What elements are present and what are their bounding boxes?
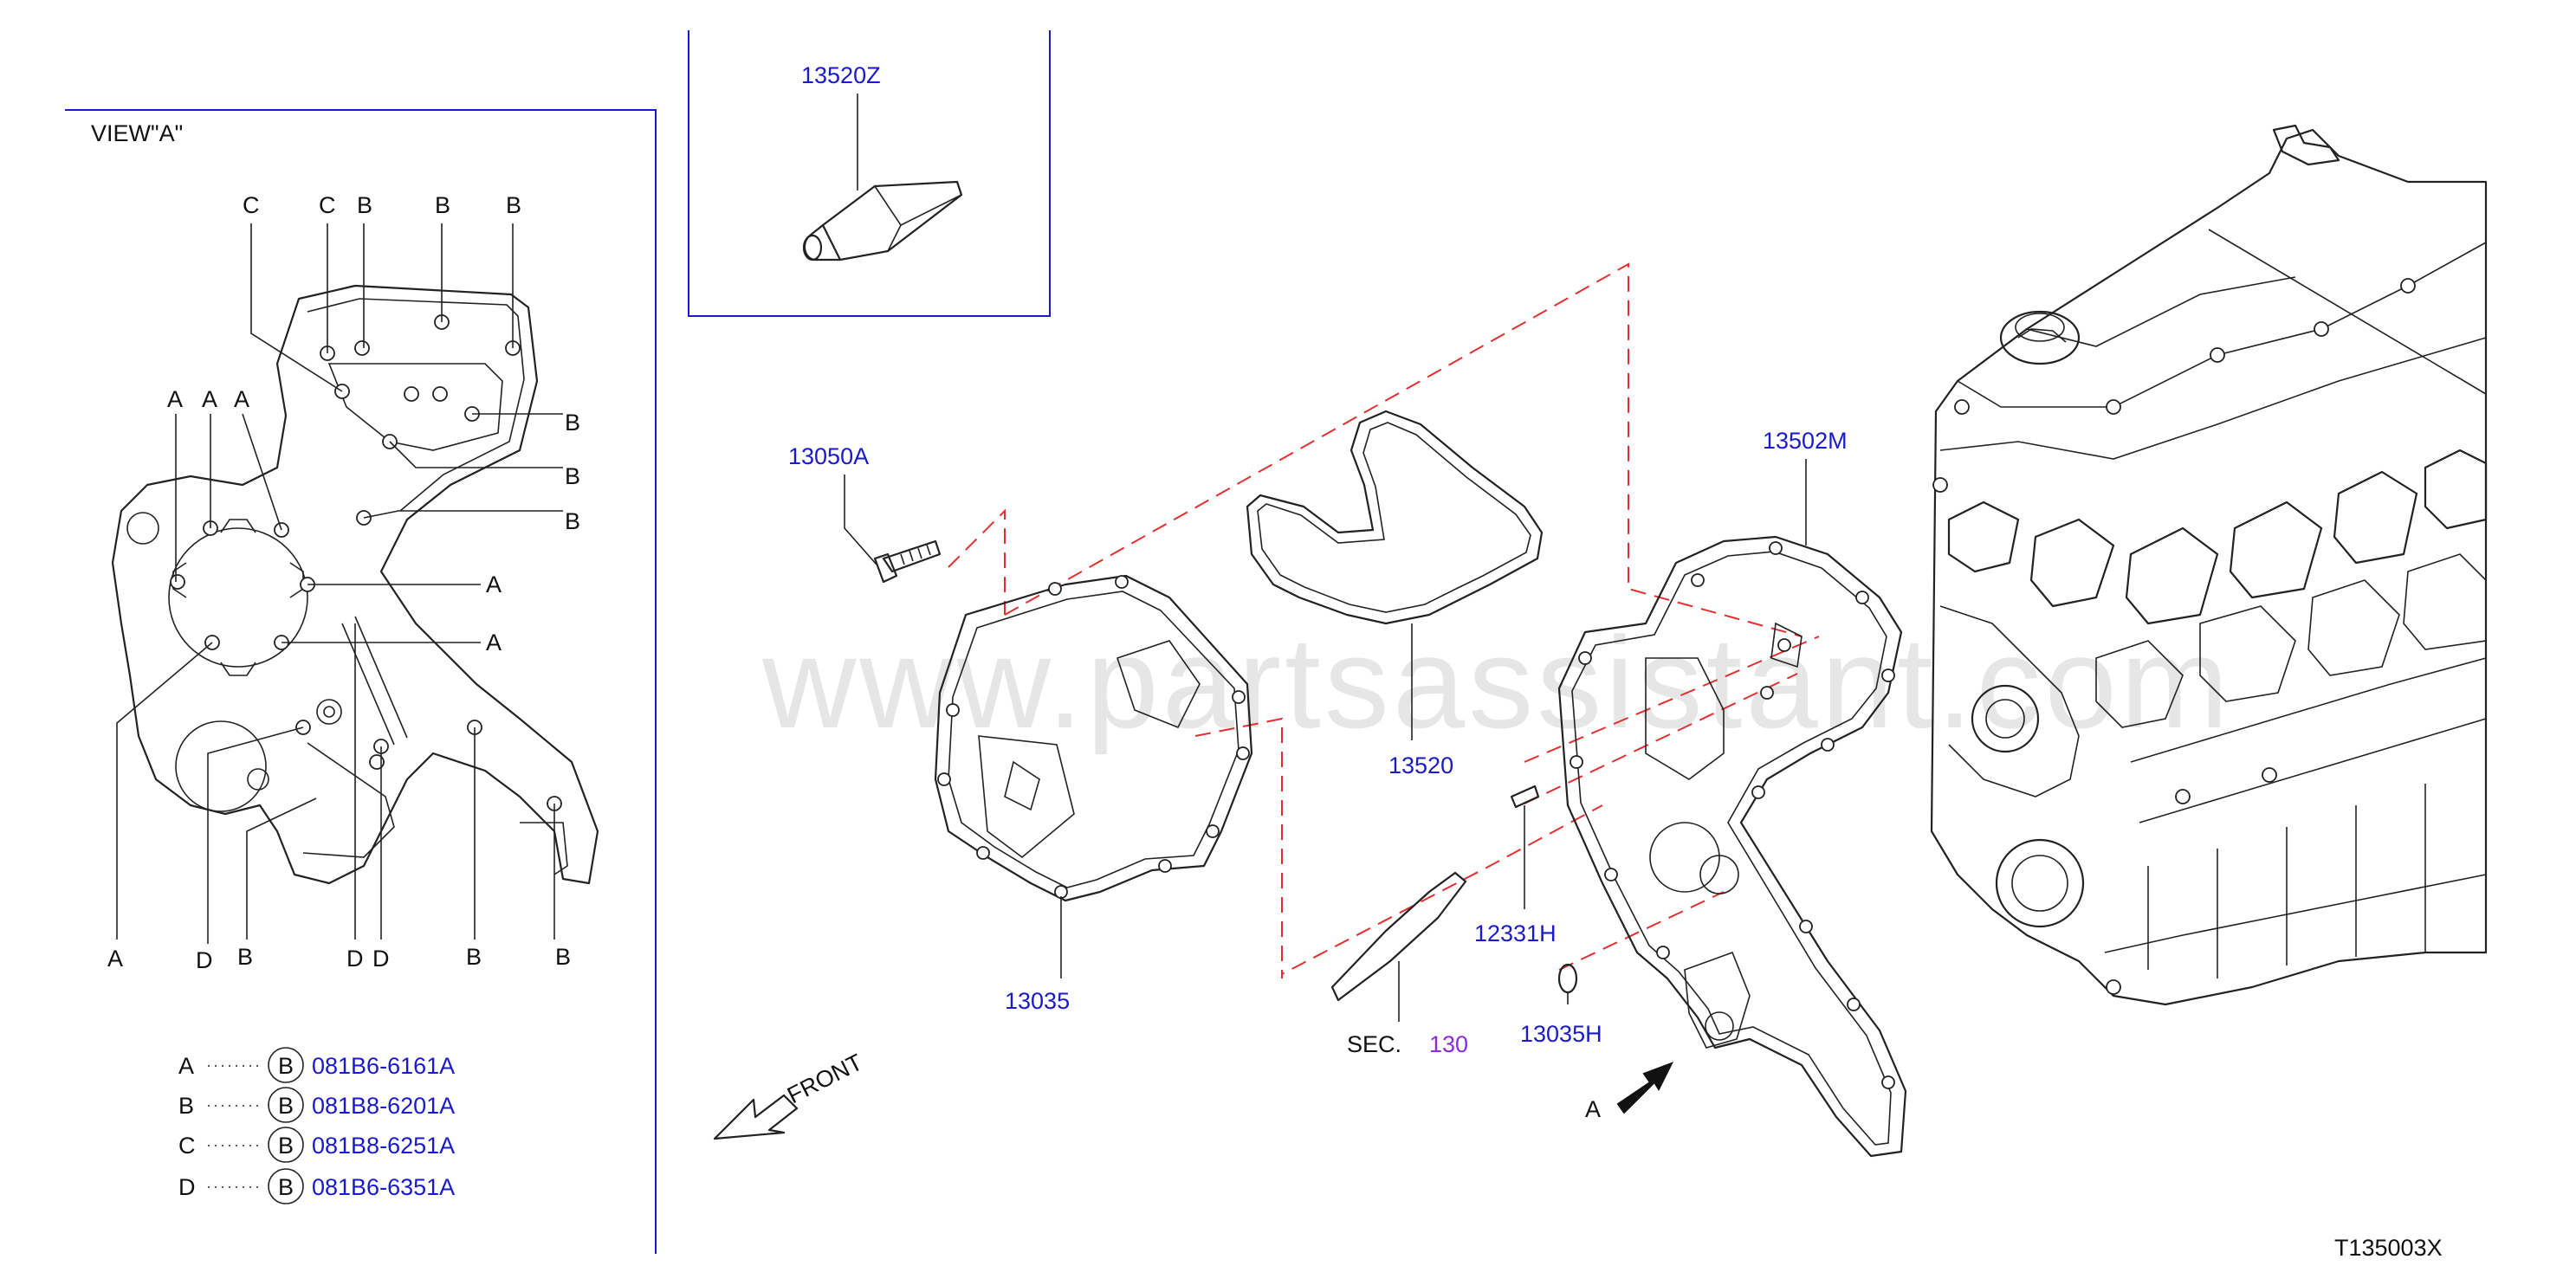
chain-guide: SEC. 130 bbox=[1330, 871, 1468, 1057]
diagram-code: T135003X bbox=[2334, 1235, 2443, 1261]
watermark: www.partsassistant.com bbox=[761, 610, 2232, 755]
letter-right-2: B bbox=[565, 463, 580, 489]
part-label-13035H[interactable]: 13035H bbox=[1520, 1021, 1602, 1047]
letter-left-1: A bbox=[167, 386, 183, 412]
legend-symbol: B bbox=[278, 1093, 294, 1119]
letter-left-3: A bbox=[234, 386, 249, 412]
view-a-letters: C C B B B A A A B B B A A A D B D D B B bbox=[107, 192, 580, 973]
view-a-frame bbox=[65, 109, 657, 1254]
legend-part-number[interactable]: 081B6-6161A bbox=[312, 1053, 455, 1079]
view-a-arrow-label: A bbox=[1585, 1096, 1601, 1122]
bolt-legend: A B 081B6-6161A B B 081B8-6201A C B 081B… bbox=[178, 1047, 455, 1204]
view-a-leaders bbox=[116, 223, 563, 944]
legend-letter: A bbox=[178, 1053, 194, 1079]
letter-left-2: A bbox=[202, 386, 217, 412]
legend-part-number[interactable]: 081B8-6201A bbox=[312, 1093, 455, 1119]
letter-top-1: C bbox=[243, 192, 260, 218]
legend-part-number[interactable]: 081B8-6251A bbox=[312, 1133, 455, 1159]
legend-symbol: B bbox=[278, 1053, 294, 1079]
letter-bottom-2: D bbox=[196, 947, 213, 973]
letter-bottom-3: B bbox=[237, 944, 253, 970]
letter-top-2: C bbox=[319, 192, 336, 218]
letter-bottom-4: D bbox=[346, 946, 364, 972]
letter-top-3: B bbox=[357, 192, 372, 218]
view-title: VIEW"A" bbox=[91, 120, 183, 146]
gasket-13520: 13520 bbox=[1246, 410, 1544, 778]
letter-right-4: A bbox=[486, 571, 502, 597]
dowel-pin-12331H: 12331H bbox=[1474, 785, 1557, 946]
letter-right-1: B bbox=[565, 410, 580, 436]
legend-row-b: B B 081B8-6201A bbox=[178, 1087, 455, 1123]
letter-right-3: B bbox=[565, 508, 580, 534]
legend-row-c: C B 081B8-6251A bbox=[178, 1127, 455, 1163]
front-label: FRONT bbox=[783, 1049, 866, 1108]
part-label-13050A[interactable]: 13050A bbox=[788, 443, 869, 469]
engine-block bbox=[1930, 124, 2488, 1006]
front-arrow: FRONT bbox=[713, 1049, 867, 1140]
sec-number[interactable]: 130 bbox=[1429, 1031, 1468, 1057]
view-a-arrow: A bbox=[1585, 1062, 1674, 1122]
legend-row-a: A B 081B6-6161A bbox=[178, 1047, 455, 1083]
part-label-12331H[interactable]: 12331H bbox=[1474, 920, 1557, 946]
front-cover-13502M: 13502M bbox=[1557, 428, 1907, 1158]
sealant-tube: 13520Z bbox=[801, 62, 963, 262]
letter-bottom-6: B bbox=[466, 944, 482, 970]
legend-part-number[interactable]: 081B6-6351A bbox=[312, 1174, 455, 1200]
legend-letter: B bbox=[178, 1093, 194, 1119]
part-label-13035[interactable]: 13035 bbox=[1005, 988, 1070, 1014]
assembly-guide-lines bbox=[948, 262, 1820, 978]
part-label-13502M[interactable]: 13502M bbox=[1763, 428, 1848, 454]
letter-bottom-5: D bbox=[372, 946, 390, 972]
letter-bottom-7: B bbox=[555, 944, 571, 970]
letter-right-5: A bbox=[486, 630, 502, 655]
legend-row-d: D B 081B6-6351A bbox=[178, 1168, 455, 1204]
legend-symbol: B bbox=[278, 1133, 294, 1159]
seal-13035H: 13035H bbox=[1520, 963, 1602, 1047]
sec-prefix: SEC. bbox=[1347, 1031, 1401, 1057]
letter-top-5: B bbox=[506, 192, 521, 218]
letter-top-4: B bbox=[435, 192, 450, 218]
legend-letter: C bbox=[178, 1133, 196, 1159]
inner-cover-13035: 13035 bbox=[934, 574, 1253, 1014]
part-label-13520Z[interactable]: 13520Z bbox=[801, 62, 881, 88]
letter-bottom-1: A bbox=[107, 946, 123, 972]
part-label-13520[interactable]: 13520 bbox=[1388, 752, 1453, 778]
sealant-frame bbox=[688, 30, 1051, 317]
legend-symbol: B bbox=[278, 1174, 294, 1200]
legend-letter: D bbox=[178, 1174, 196, 1200]
bolt-13050A: 13050A bbox=[788, 443, 942, 584]
